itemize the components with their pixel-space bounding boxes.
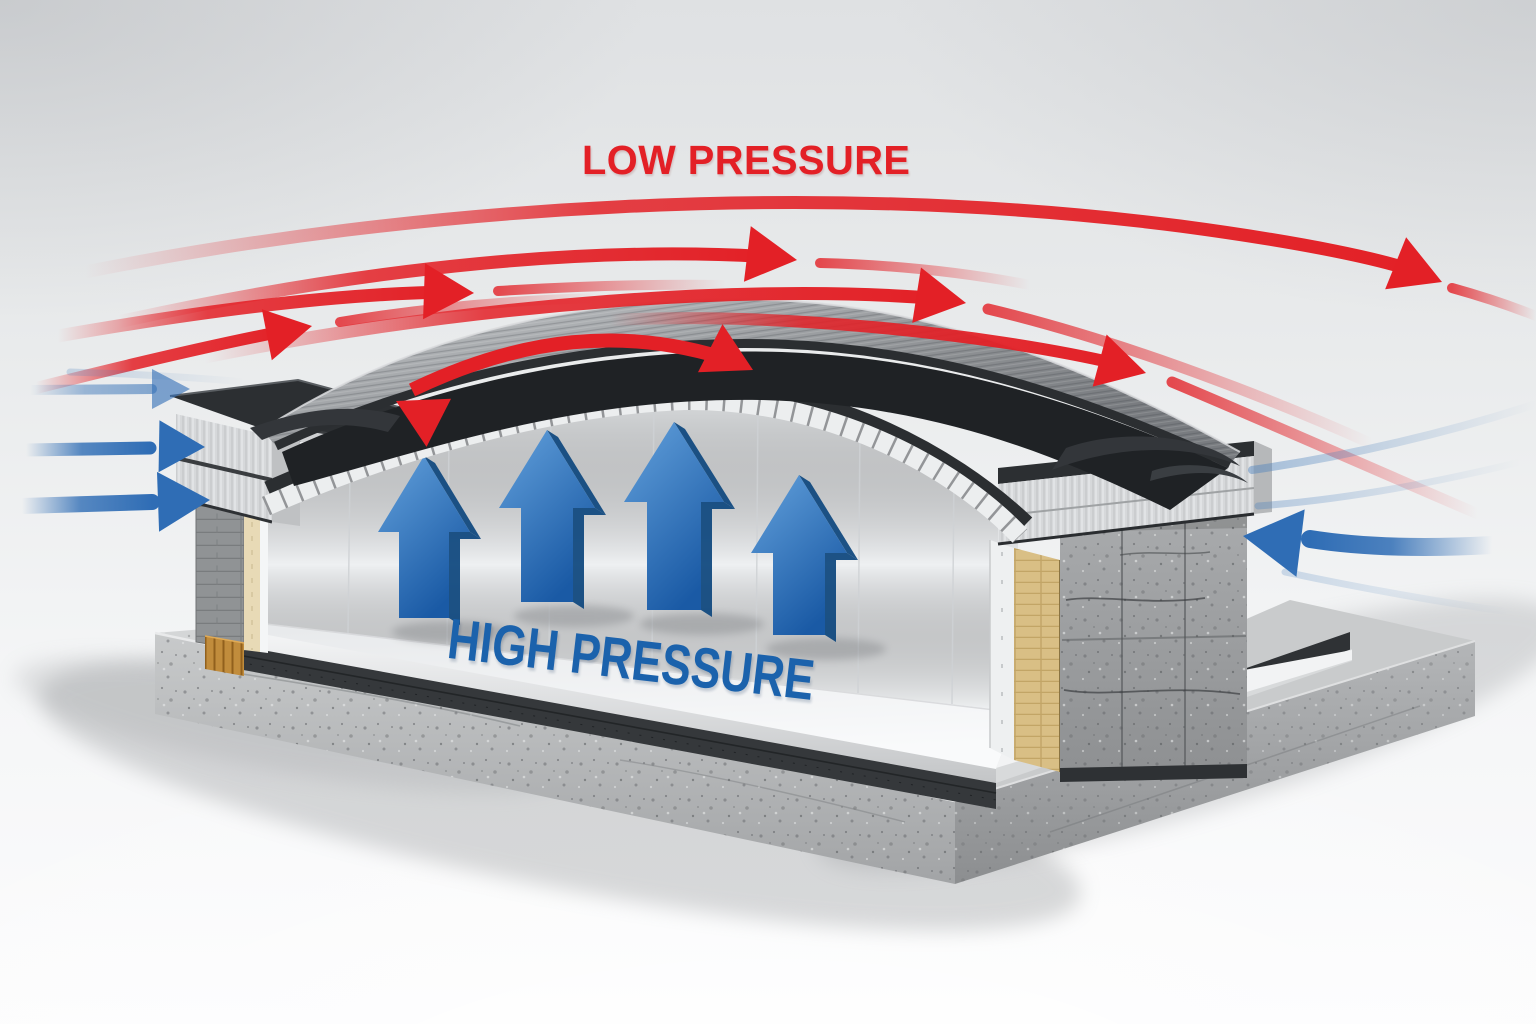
membrane-reverse-flow-arrow bbox=[396, 324, 753, 447]
membrane-flap-right bbox=[1052, 436, 1240, 470]
uplift-arrow bbox=[624, 422, 764, 635]
uplift-arrows bbox=[378, 422, 886, 660]
low-pressure-label: LOW PRESSURE bbox=[582, 137, 911, 183]
right-infiltration-arrow bbox=[1243, 509, 1501, 577]
blue-airflow bbox=[14, 368, 1536, 616]
red-airflow bbox=[30, 196, 1536, 520]
right-wall-cutaway bbox=[989, 510, 1248, 782]
uplift-arrow bbox=[499, 430, 634, 627]
uplift-arrow bbox=[751, 475, 886, 660]
uplift-arrow bbox=[378, 456, 508, 643]
uplift-gap-shadow bbox=[282, 351, 1228, 510]
roof-assembly bbox=[250, 298, 1248, 543]
membrane-flap-left bbox=[250, 408, 400, 440]
